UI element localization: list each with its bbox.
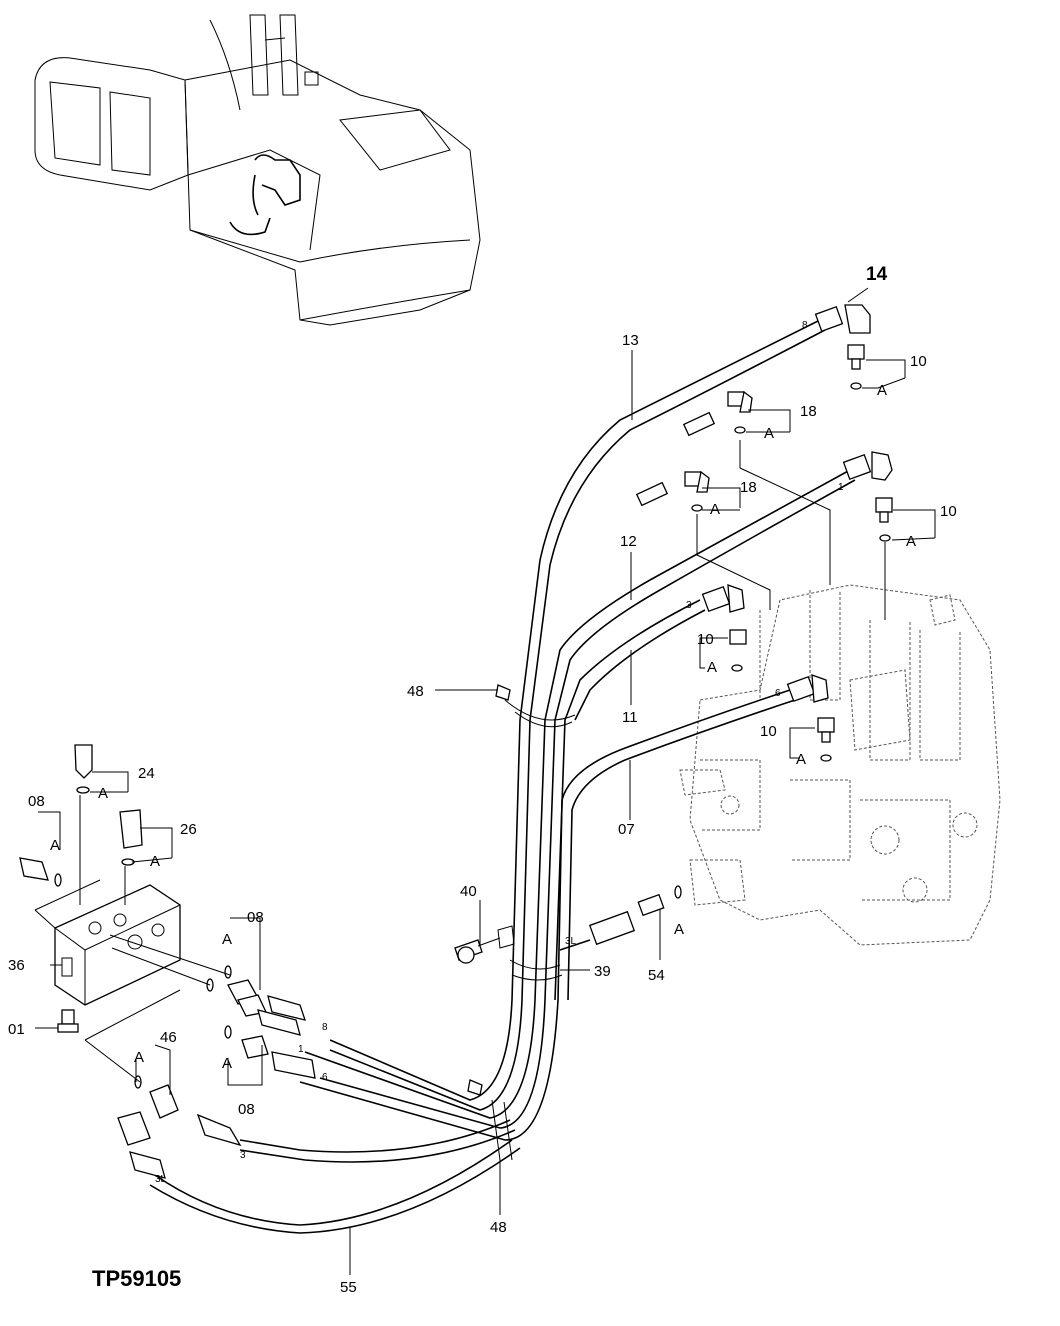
callout-48-upper: 48 xyxy=(407,683,424,700)
hose-tag-8-top: 8 xyxy=(802,320,808,331)
hose-tag-3-top: 3 xyxy=(686,600,692,611)
hose-tags: 8 1 3 6 8 1 6 3 3L 3L xyxy=(155,320,844,1185)
callout-39: 39 xyxy=(594,963,611,980)
seal-label-a: A xyxy=(674,921,684,938)
hose-tag-3l-middle: 3L xyxy=(565,936,577,947)
callout-24: 24 xyxy=(138,765,155,782)
callout-46: 46 xyxy=(160,1029,177,1046)
left-manifold-assembly xyxy=(19,744,316,1179)
excavator-overview-illustration xyxy=(34,14,481,326)
seal-label-a: A xyxy=(98,785,108,802)
seal-label-a: A xyxy=(796,751,806,768)
hose-bundle xyxy=(149,319,856,1234)
callout-14: 14 xyxy=(866,264,888,285)
hose-tag-3-bottom: 3 xyxy=(240,1150,246,1161)
valve-side-fittings xyxy=(588,304,893,946)
seal-label-a: A xyxy=(222,931,232,948)
callout-13: 13 xyxy=(622,332,639,349)
hose-tag-1-top: 1 xyxy=(838,482,844,493)
leader-lines xyxy=(35,287,936,1275)
callout-01: 01 xyxy=(8,1021,25,1038)
seal-label-a: A xyxy=(50,837,60,854)
callout-08-bottom: 08 xyxy=(238,1101,255,1118)
seal-label-a: A xyxy=(710,501,720,518)
callout-48-lower: 48 xyxy=(490,1219,507,1236)
callout-numbers: 14 13 10 18 18 10 12 10 11 48 10 07 24 0… xyxy=(8,264,957,1296)
seal-label-a: A xyxy=(222,1055,232,1072)
seal-label-a: A xyxy=(707,659,717,676)
callout-40: 40 xyxy=(460,883,477,900)
seal-label-a: A xyxy=(906,533,916,550)
callout-12: 12 xyxy=(620,533,637,550)
callout-11: 11 xyxy=(622,709,638,726)
control-valve-block xyxy=(679,584,1001,946)
callout-08-left: 08 xyxy=(28,793,45,810)
hose-tag-6-bottom: 6 xyxy=(322,1072,328,1083)
hose-tag-6-top: 6 xyxy=(775,688,781,699)
seal-label-a: A xyxy=(150,853,160,870)
seal-label-a: A xyxy=(134,1049,144,1066)
callout-10-lower: 10 xyxy=(760,723,777,740)
callout-55: 55 xyxy=(340,1279,357,1296)
callout-18-lower: 18 xyxy=(740,479,757,496)
seal-labels: A A A A A A A A A A A A A A xyxy=(50,382,916,1072)
callout-26: 26 xyxy=(180,821,197,838)
figure-id: TP59105 xyxy=(92,1266,181,1291)
callout-36: 36 xyxy=(8,957,25,974)
callout-10-left: 10 xyxy=(697,631,714,648)
callout-07: 07 xyxy=(618,821,635,838)
hose-tag-8-bottom: 8 xyxy=(322,1022,328,1033)
callout-08-mid: 08 xyxy=(247,909,264,926)
callout-10-mid: 10 xyxy=(940,503,957,520)
hose-tag-3l-bottom: 3L xyxy=(155,1174,167,1185)
callout-54: 54 xyxy=(648,967,665,984)
callout-10-top: 10 xyxy=(910,353,927,370)
seal-label-a: A xyxy=(877,382,887,399)
hose-clamps xyxy=(454,684,576,1161)
seal-label-a: A xyxy=(764,425,774,442)
hose-tag-1-bottom: 1 xyxy=(298,1044,304,1055)
callout-18-upper: 18 xyxy=(800,403,817,420)
